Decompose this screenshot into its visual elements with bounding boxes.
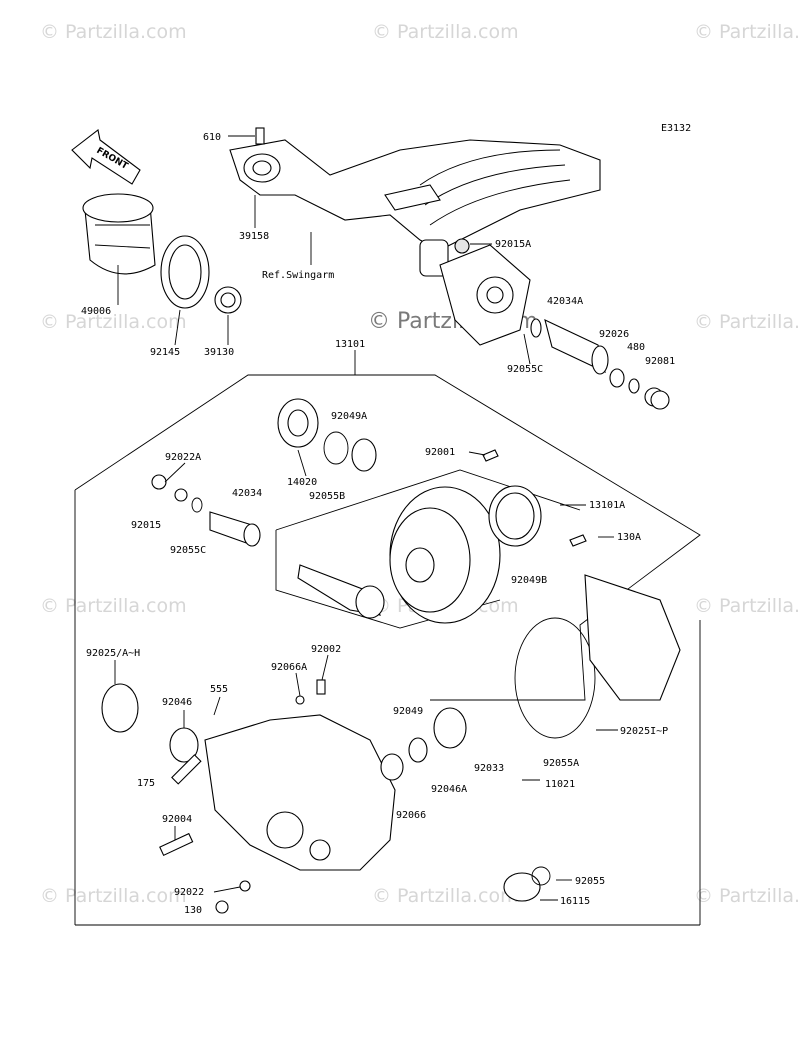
part-label: 92001 bbox=[425, 447, 455, 458]
part-label: 92046A bbox=[431, 784, 467, 795]
part-label: 92055C bbox=[507, 364, 543, 375]
part-label: 92049A bbox=[331, 411, 367, 422]
watermark: © Partzilla.com bbox=[40, 595, 187, 617]
diagram-code: E3132 bbox=[661, 123, 691, 134]
part-label: 92055 bbox=[575, 876, 605, 887]
watermark: © Partzilla.com bbox=[694, 885, 800, 907]
boot-and-clamp-parts bbox=[82, 193, 242, 314]
part-label: 39130 bbox=[204, 347, 234, 358]
part-label: 92015 bbox=[131, 520, 161, 531]
part-label: 42034 bbox=[232, 488, 262, 499]
swingarm bbox=[229, 127, 601, 346]
part-label: 39158 bbox=[239, 231, 269, 242]
leader-lines bbox=[114, 135, 618, 901]
final-gear-case-assembly bbox=[74, 374, 701, 926]
part-label: 42034A bbox=[547, 296, 583, 307]
part-label: 16115 bbox=[560, 896, 590, 907]
part-label: 92066A bbox=[271, 662, 307, 673]
watermark: © Partzilla.com bbox=[694, 21, 800, 43]
part-label: 49006 bbox=[81, 306, 111, 317]
part-label: 92026 bbox=[599, 329, 629, 340]
part-label: 92033 bbox=[474, 763, 504, 774]
part-label: 13101 bbox=[335, 339, 365, 350]
watermark: © Partzilla.com bbox=[694, 311, 800, 333]
part-label: 92025I~P bbox=[620, 726, 668, 737]
part-label: 11021 bbox=[545, 779, 575, 790]
part-label: 92004 bbox=[162, 814, 192, 825]
top-right-parts bbox=[530, 318, 670, 410]
watermark: © Partzilla.com bbox=[40, 885, 187, 907]
part-label: 92055B bbox=[309, 491, 345, 502]
watermark: © Partzilla.com bbox=[40, 21, 187, 43]
part-label: 175 bbox=[137, 778, 155, 789]
part-label: 92055A bbox=[543, 758, 579, 769]
part-label: 92022 bbox=[174, 887, 204, 898]
part-label: 92046 bbox=[162, 697, 192, 708]
part-label: 92066 bbox=[396, 810, 426, 821]
part-label: 555 bbox=[210, 684, 228, 695]
part-label: 92022A bbox=[165, 452, 201, 463]
part-label: 92055C bbox=[170, 545, 206, 556]
part-label: 92002 bbox=[311, 644, 341, 655]
part-label: 92015A bbox=[495, 239, 531, 250]
part-label: 14020 bbox=[287, 477, 317, 488]
part-label: 92049 bbox=[393, 706, 423, 717]
part-label: 130 bbox=[184, 905, 202, 916]
part-label: 92145 bbox=[150, 347, 180, 358]
part-label: 610 bbox=[203, 132, 221, 143]
front-direction-arrow: FRONT bbox=[71, 129, 141, 185]
watermark: © Partzilla.com bbox=[694, 595, 800, 617]
watermark: © Partzilla.com bbox=[372, 885, 519, 907]
part-number-labels: 610 39158 Ref.Swingarm 92015A 42034A 920… bbox=[81, 132, 675, 916]
watermark: © Partzilla.com bbox=[372, 21, 519, 43]
part-label: 92081 bbox=[645, 356, 675, 367]
watermark: © Partzilla.com bbox=[40, 311, 187, 333]
part-label: Ref.Swingarm bbox=[262, 270, 334, 281]
part-label: 480 bbox=[627, 342, 645, 353]
part-label: 13101A bbox=[589, 500, 625, 511]
part-label: 92049B bbox=[511, 575, 547, 586]
part-label: 130A bbox=[617, 532, 641, 543]
part-label: 92025/A~H bbox=[86, 648, 140, 659]
